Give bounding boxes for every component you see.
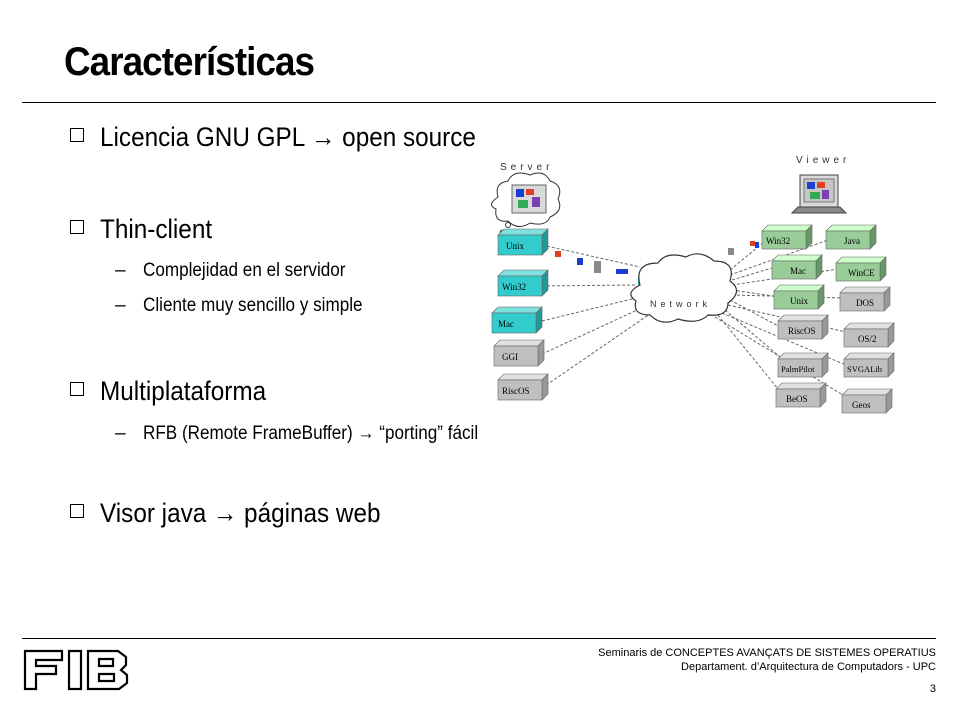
viewer-box: SVGALib [843,352,895,378]
server-box-label: Unix [506,241,525,251]
viewer-box: Geos [841,388,893,414]
hollow-square-icon [70,128,84,142]
bullet-text: Multiplataforma [100,376,267,406]
sub-bullet: –RFB (Remote FrameBuffer) → “porting” fá… [115,423,515,445]
footer-divider [22,638,936,639]
page-number: 3 [929,683,936,695]
server-box-label: Mac [498,319,514,329]
viewer-box: OS/2 [843,322,895,348]
bullet-text: Licencia GNU GPL → open source [100,122,476,152]
footer-credits: Seminaris de CONCEPTES AVANÇATS DE SISTE… [598,646,936,674]
hollow-square-icon [70,504,84,518]
viewer-box-label: WinCE [848,268,875,278]
server-box-label: GGI [502,352,518,362]
viewer-box: Win32 [761,224,813,250]
hollow-square-icon [70,220,84,234]
bullet-thin-client: Thin-client [70,214,225,245]
bullet-text: Thin-client [100,214,213,244]
sub-bullet-text: RFB (Remote FrameBuffer) → “porting” fác… [143,423,479,444]
sub-bullet-text: Complejidad en el servidor [143,260,346,281]
vnc-network-diagram: Server Viewer [491,155,895,414]
server-box: Unix [497,228,549,256]
fib-logo [23,649,129,691]
viewer-box: Mac [771,254,823,280]
server-box-label: RiscOS [502,386,530,396]
server-box-label: Win32 [502,282,526,292]
viewer-box-label: RiscOS [788,326,816,336]
viewer-box-label: SVGALib [847,364,882,374]
viewer-platform-boxes: Win32 Java Mac WinCE Unix [761,224,895,414]
viewer-box-label: OS/2 [858,334,877,344]
server-box: GGI [493,339,545,367]
sub-bullet-text: Cliente muy sencillo y simple [143,295,363,316]
viewer-box-label: Java [844,236,860,246]
server-box: Win32 [497,269,549,297]
dash-marker: – [115,295,126,316]
viewer-box-label: DOS [856,298,874,308]
hollow-square-icon [70,382,84,396]
viewer-box: BeOS [775,382,827,408]
viewer-box: RiscOS [777,314,829,340]
bullet-multiplatform: Multiplataforma [70,376,285,407]
title-divider [22,102,936,103]
viewer-box: Java [825,224,877,250]
viewer-box-label: Mac [790,266,806,276]
computer-monitor-icon [790,174,848,214]
server-box: RiscOS [497,373,549,401]
viewer-box-label: Unix [790,296,809,306]
server-box: Mac [491,306,543,334]
viewer-box-label: PalmPilot [781,364,815,374]
server-platform-boxes: Unix Win32 Mac GGI RiscOS [491,228,549,401]
sub-bullet: –Complejidad en el servidor [115,260,368,282]
thought-bubble-icon [491,172,561,235]
viewer-caption: Viewer [796,155,850,166]
viewer-box: WinCE [835,256,887,282]
viewer-box-label: Win32 [766,236,790,246]
bullet-license: Licencia GNU GPL → open source [70,122,518,153]
footer-line-department: Departament. d’Arquitectura de Computado… [681,661,936,673]
bullet-text: Visor java → páginas web [100,498,381,528]
viewer-box: PalmPilot [777,352,829,378]
viewer-box-label: Geos [852,400,871,410]
sub-bullet: –Cliente muy sencillo y simple [115,295,387,317]
bullet-java-viewer: Visor java → páginas web [70,498,412,529]
network-cloud-icon [630,253,738,323]
viewer-box: Unix [773,284,825,310]
footer-line-seminar: Seminaris de CONCEPTES AVANÇATS DE SISTE… [598,647,936,659]
viewer-box-label: BeOS [786,394,808,404]
server-caption: Server [500,162,553,173]
dash-marker: – [115,260,126,281]
dash-marker: – [115,423,126,444]
viewer-box: DOS [839,286,891,312]
network-caption: Network [650,299,711,309]
slide-title: Características [64,40,315,84]
